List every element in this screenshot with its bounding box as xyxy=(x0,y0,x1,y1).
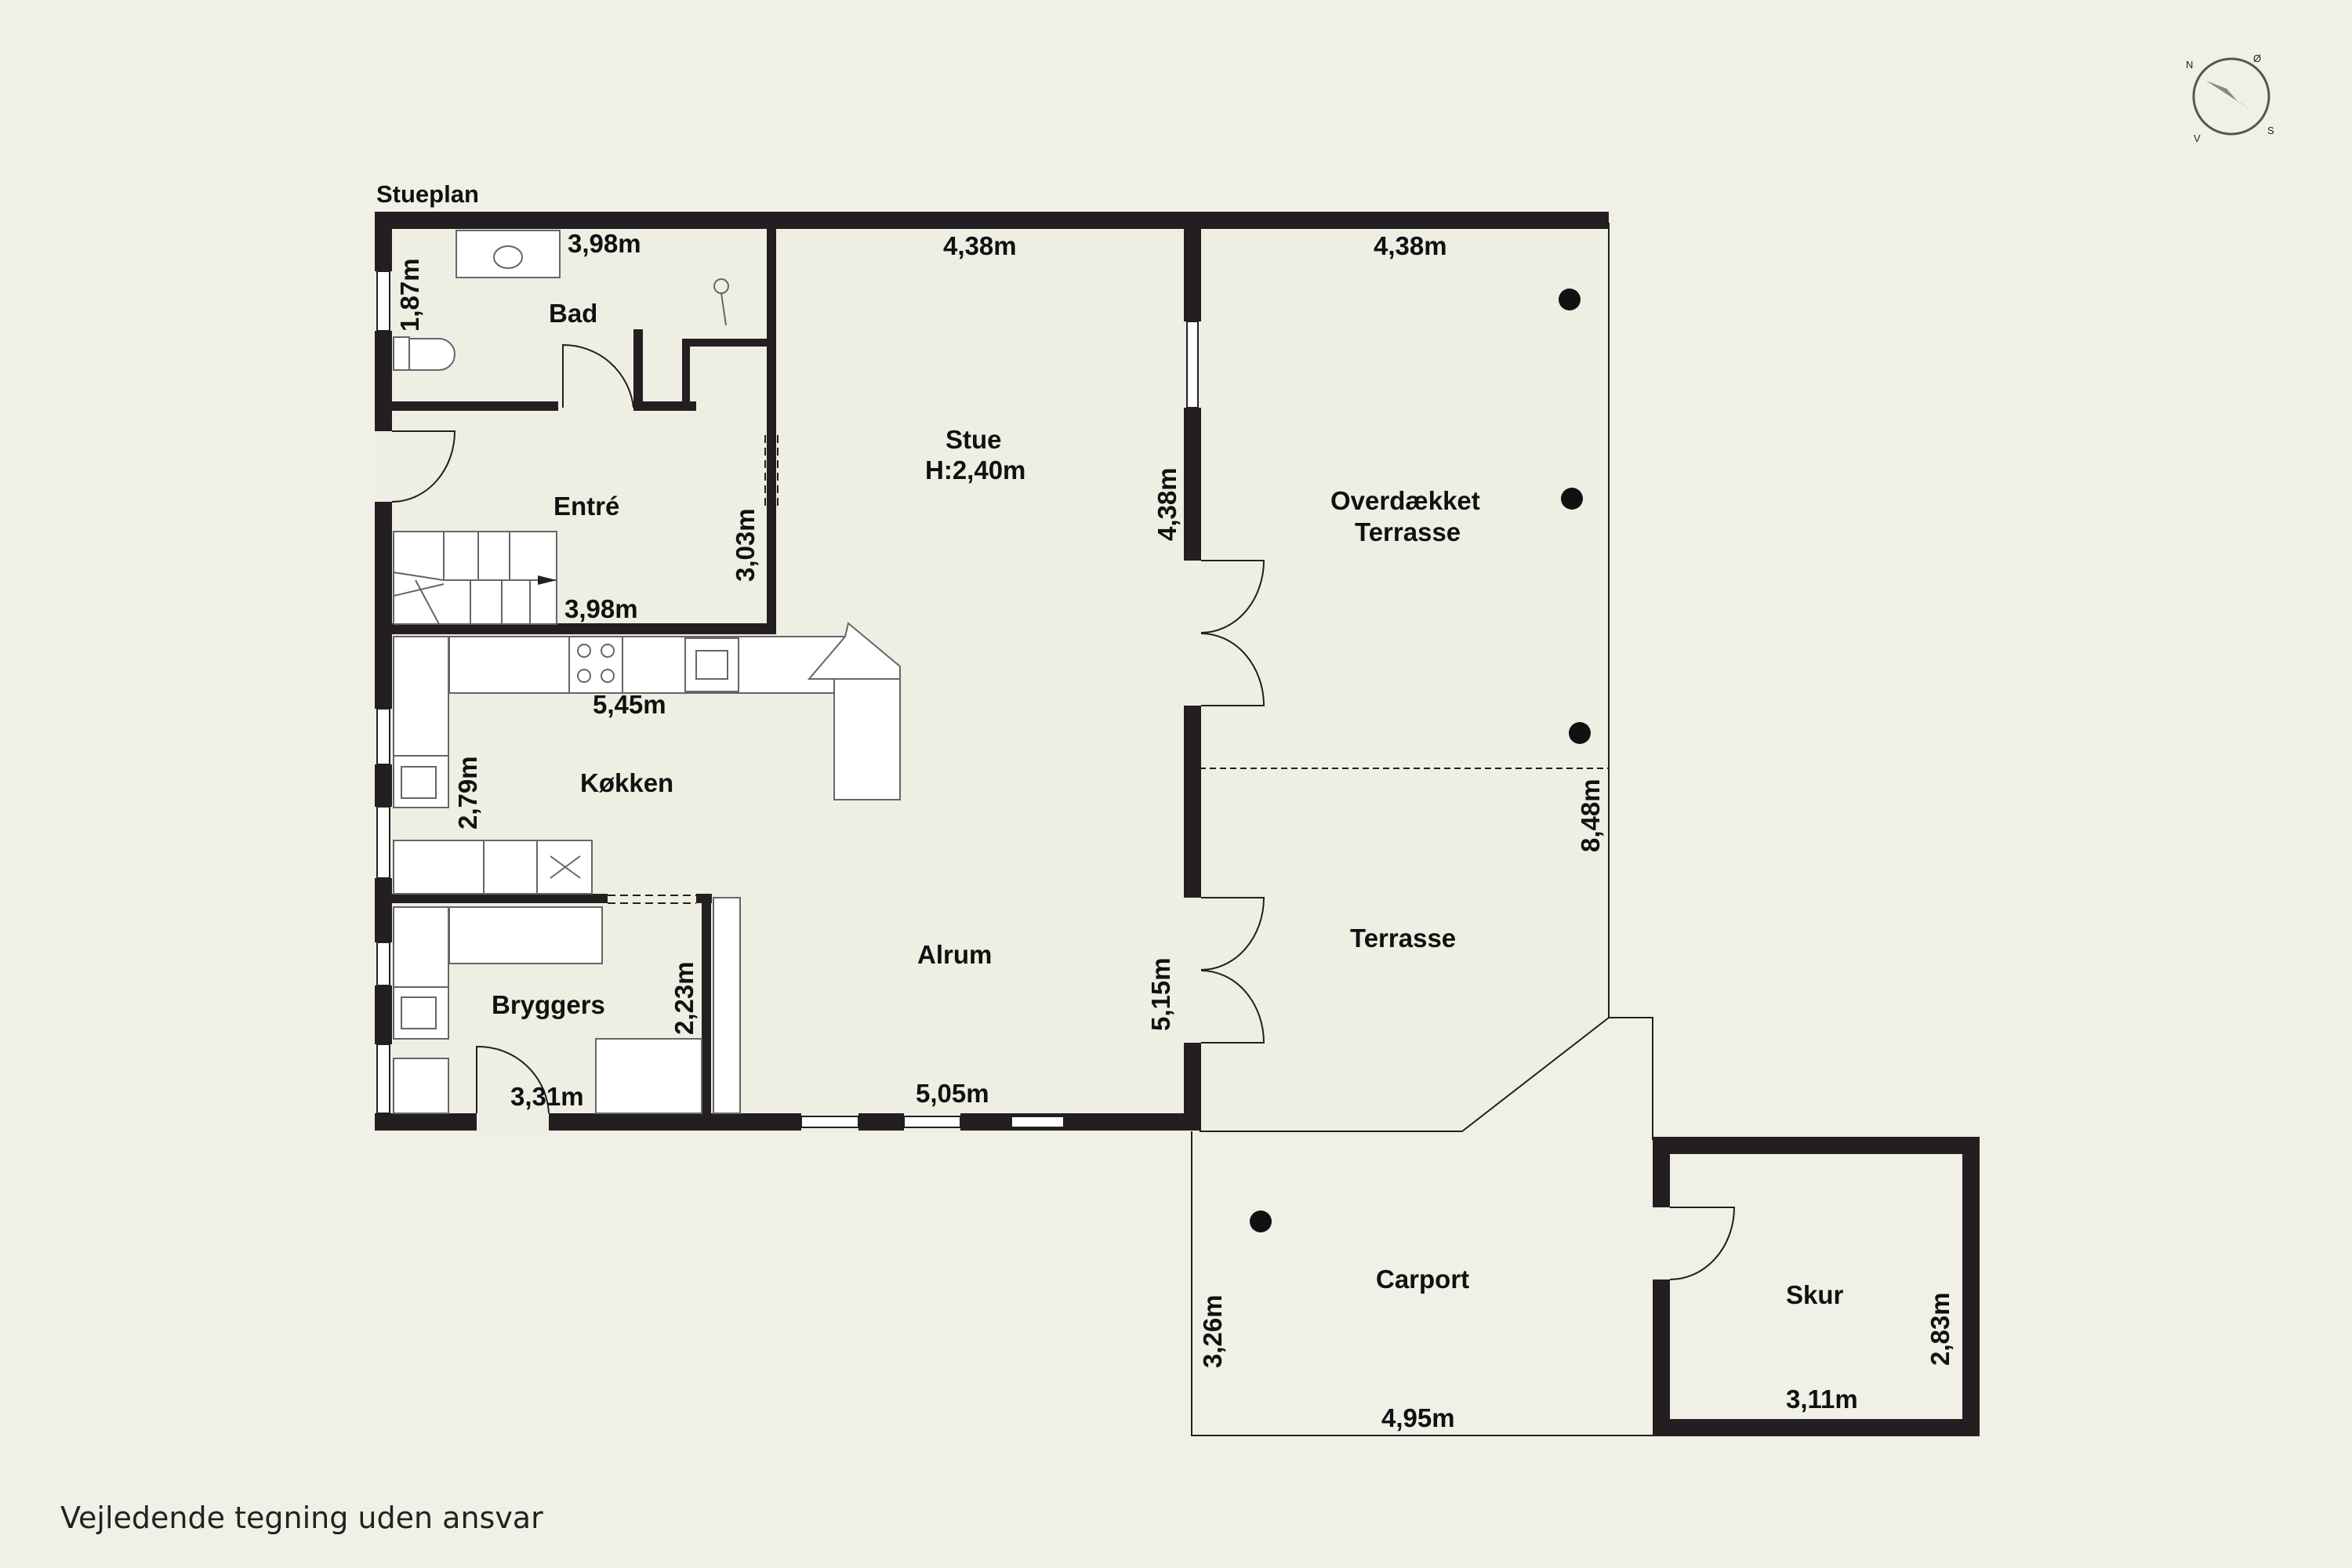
room-stue-height: H:2,40m xyxy=(925,456,1025,485)
skur-walls xyxy=(1653,1137,1980,1436)
room-stue: Stue xyxy=(946,425,1002,454)
bryggers-counter-left xyxy=(393,906,449,988)
bryggers-cabinet xyxy=(595,1038,702,1114)
floor-title: Stueplan xyxy=(376,180,479,208)
dim-bryggers-width: 3,31m xyxy=(510,1082,584,1111)
dim-entre-width: 3,98m xyxy=(564,594,638,623)
room-bryggers: Bryggers xyxy=(492,990,605,1019)
posts xyxy=(1250,289,1591,1232)
room-entre: Entré xyxy=(554,492,619,521)
room-alrum: Alrum xyxy=(917,940,992,969)
bryggers-tall-cabinet xyxy=(713,897,741,1114)
dim-stue-side: 4,38m xyxy=(1152,467,1181,541)
washer xyxy=(393,1058,449,1114)
room-kokken: Køkken xyxy=(580,768,673,797)
bryggers-counter-top xyxy=(448,906,603,964)
disclaimer-text: Vejledende tegning uden ansvar xyxy=(60,1501,543,1535)
dim-entre-height: 3,03m xyxy=(731,508,760,582)
staircase xyxy=(393,531,557,625)
dim-carport-width: 4,95m xyxy=(1381,1403,1455,1432)
compass-n: N xyxy=(2186,59,2193,71)
windows xyxy=(376,270,1199,1128)
room-terrasse: Terrasse xyxy=(1350,924,1456,953)
dim-bad-width: 3,98m xyxy=(568,229,641,258)
kitchen-counter-top xyxy=(448,636,846,694)
room-bad: Bad xyxy=(549,299,597,328)
room-overdaekket: Overdækket xyxy=(1330,486,1480,515)
kitchen-counter-left xyxy=(393,636,449,757)
compass-s: S xyxy=(2267,125,2274,136)
bryggers-sink xyxy=(393,986,449,1040)
compass-v: V xyxy=(2194,132,2201,144)
compass-o: Ø xyxy=(2253,53,2261,64)
room-overdaekket-terrasse: Terrasse xyxy=(1355,517,1461,546)
interior-walls xyxy=(392,227,776,1117)
room-carport: Carport xyxy=(1376,1265,1469,1294)
dim-alrum-width: 5,05m xyxy=(916,1079,989,1108)
toilet xyxy=(393,336,410,371)
dishwasher xyxy=(483,840,538,895)
oven xyxy=(684,637,739,692)
kitchen-bryggers-opening xyxy=(608,895,696,904)
cooktop xyxy=(568,636,623,694)
compass-icon: N Ø S V xyxy=(2186,53,2274,144)
dim-terrace-top: 4,38m xyxy=(1374,231,1447,260)
dim-stue-top: 4,38m xyxy=(943,231,1017,260)
room-skur: Skur xyxy=(1786,1280,1844,1309)
dim-bryggers-height: 2,23m xyxy=(670,961,699,1035)
skur-door xyxy=(1669,1207,1736,1280)
dim-terrace-side: 8,48m xyxy=(1576,779,1605,852)
terrace-outline xyxy=(1191,223,1653,1436)
bathroom-sink xyxy=(456,230,561,278)
fixtures xyxy=(393,230,901,1114)
dim-skur-height: 2,83m xyxy=(1926,1292,1955,1366)
dim-alrum-side: 5,15m xyxy=(1146,957,1175,1031)
dim-carport-height: 3,26m xyxy=(1198,1294,1227,1368)
dim-skur-width: 3,11m xyxy=(1786,1385,1858,1414)
dim-bad-height: 1,87m xyxy=(395,258,424,332)
doors xyxy=(391,343,1265,1114)
dim-kokken-height: 2,79m xyxy=(453,756,482,829)
dim-kokken-width: 5,45m xyxy=(593,690,666,719)
kitchen-island-corner xyxy=(807,622,901,800)
